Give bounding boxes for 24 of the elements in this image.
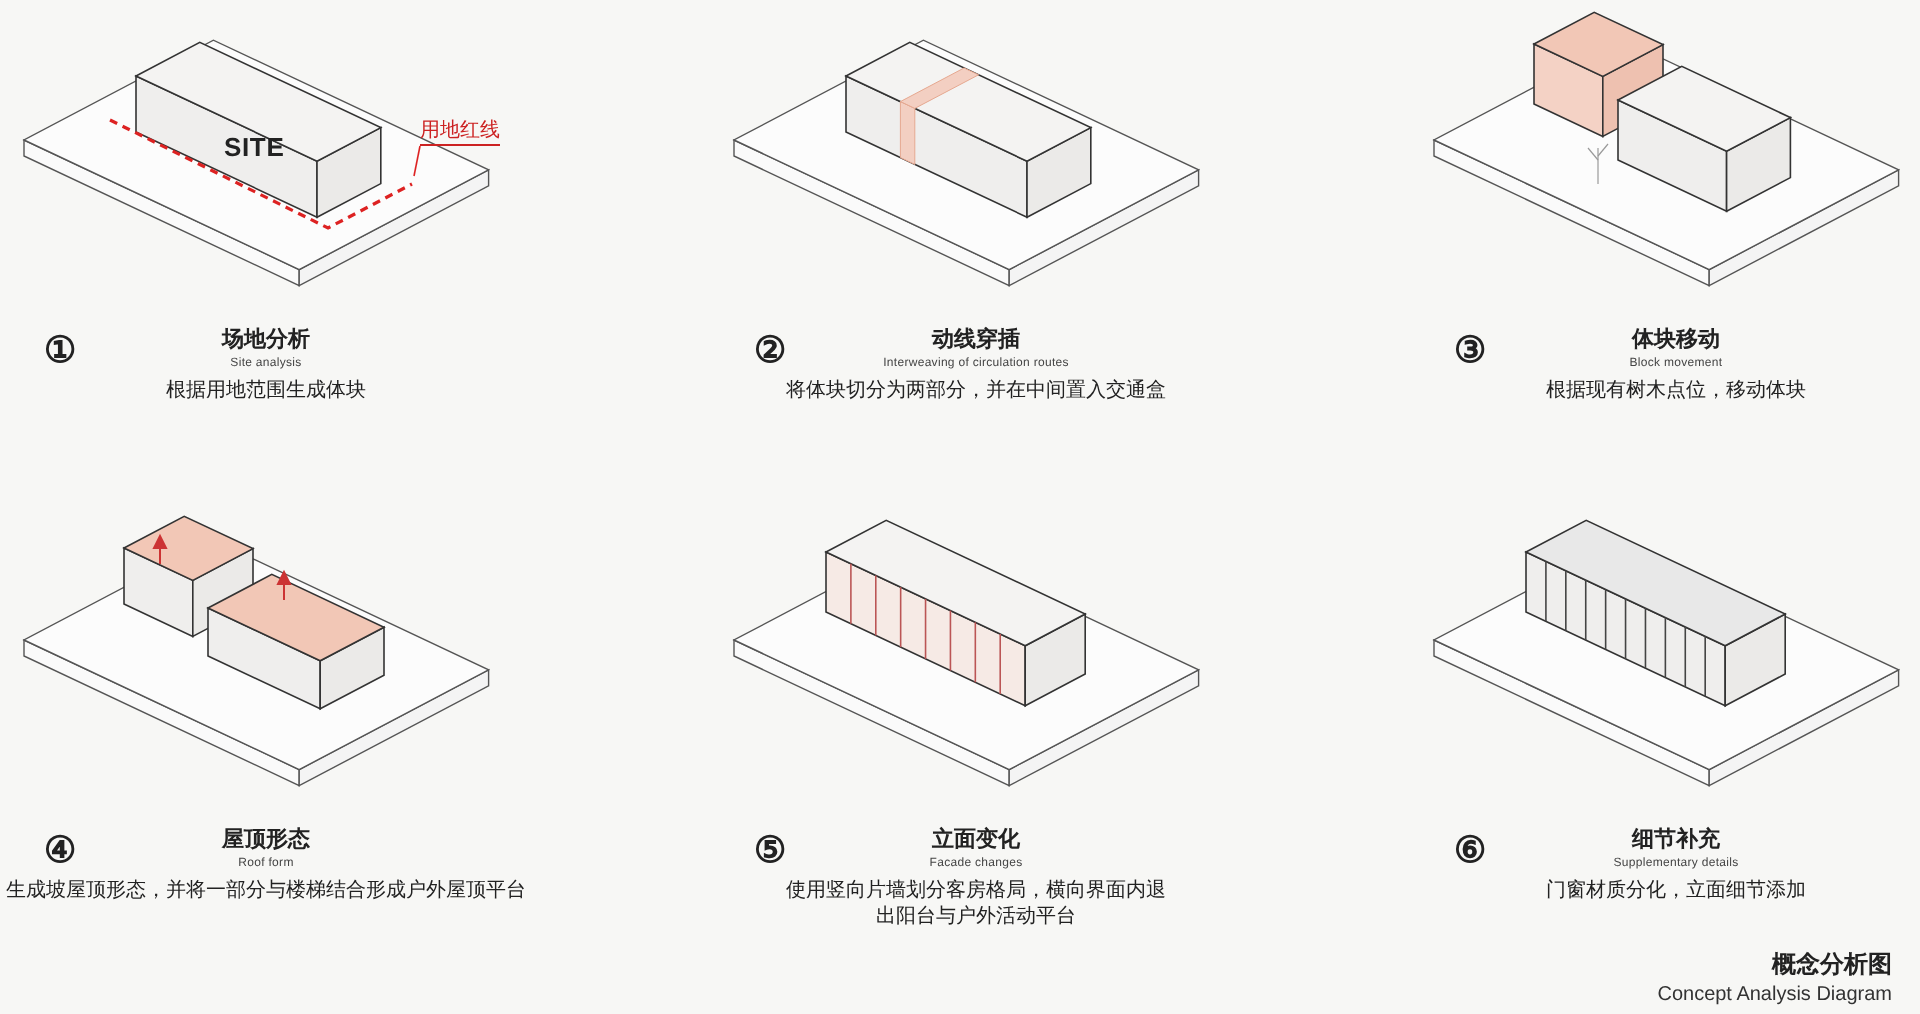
step-description: 根据现有树木点位，移动体块 xyxy=(1544,378,1808,404)
step-number: ① xyxy=(44,332,76,368)
block-label: SITE xyxy=(224,130,285,166)
step-description: 生成坡屋顶形态，并将一部分与楼梯结合形成户外屋顶平台 xyxy=(6,878,526,904)
step-description: 门窗材质分化，立面细节添加 xyxy=(1544,878,1808,904)
step-number: ③ xyxy=(1454,332,1486,368)
diagram-caption: Concept Analysis Diagram xyxy=(1657,982,1892,1010)
site-boundary-line xyxy=(106,116,416,232)
callout-label: 用地红线 xyxy=(420,122,500,146)
step-number: ⑥ xyxy=(1454,832,1486,868)
step-description: 根据用地范围生成体块 xyxy=(164,378,368,404)
leader-line xyxy=(413,145,421,177)
step-number: ② xyxy=(754,332,786,368)
step-number: ⑤ xyxy=(754,832,786,868)
diagram-title: 概念分析图 xyxy=(1772,948,1892,982)
step-title: 体块移动 xyxy=(1632,325,1720,356)
step-description: 将体块切分为两部分，并在中间置入交通盒 xyxy=(784,378,1168,404)
step-title: 屋顶形态 xyxy=(222,825,310,856)
step-description: 使用竖向片墙划分客房格局，横向界面内退出阳台与户外活动平台 xyxy=(784,878,1168,930)
step-title: 细节补充 xyxy=(1632,825,1720,856)
step-number: ④ xyxy=(44,832,76,868)
step-title: 动线穿插 xyxy=(932,325,1020,356)
step-title: 立面变化 xyxy=(932,825,1020,856)
step-title: 场地分析 xyxy=(222,325,310,356)
